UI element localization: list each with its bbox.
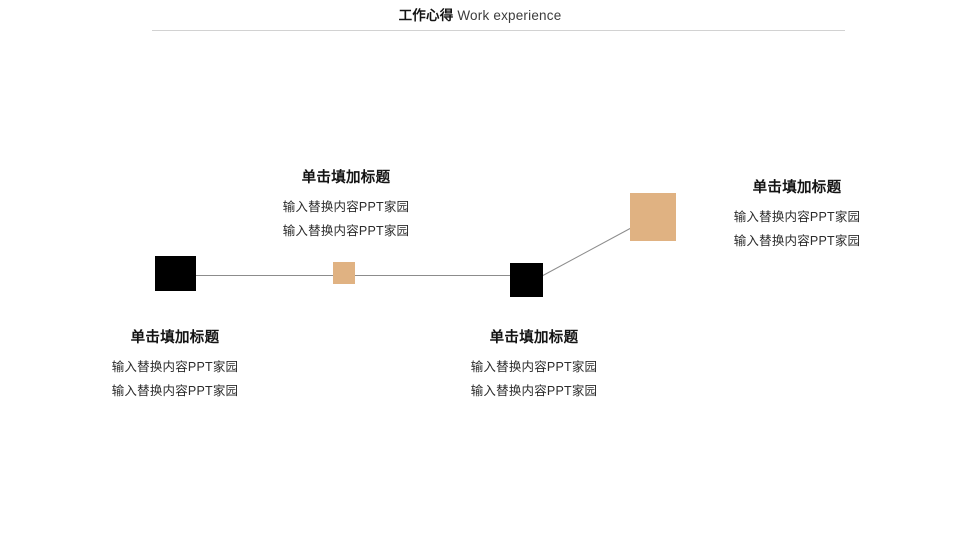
block-2-title: 单击填加标题 [301, 170, 391, 186]
timeline-node-2[interactable] [333, 262, 355, 284]
block-2-line-2: 输入替换内容PPT家园 [282, 224, 410, 238]
page-title-en-text: Work experience [457, 8, 562, 23]
timeline-node-1[interactable] [155, 256, 196, 291]
block-4-line-2: 输入替换内容PPT家园 [733, 234, 861, 248]
block-1-line-1: 输入替换内容PPT家园 [111, 360, 239, 374]
timeline-node-4[interactable] [630, 193, 676, 241]
timeline-text-block-1[interactable]: 单击填加标题 输入替换内容PPT家园 输入替换内容PPT家园 [110, 328, 240, 403]
connector-diagonal [541, 227, 632, 277]
slide-header: 工作心得 Work experience [0, 6, 960, 32]
page-title: 工作心得 Work experience [399, 6, 562, 26]
header-divider [152, 30, 845, 31]
block-1-title: 单击填加标题 [130, 330, 220, 346]
timeline-text-block-4[interactable]: 单击填加标题 输入替换内容PPT家园 输入替换内容PPT家园 [727, 178, 867, 253]
block-3-title: 单击填加标题 [489, 330, 579, 346]
block-3-line-2: 输入替换内容PPT家园 [470, 384, 598, 398]
block-1-line-2: 输入替换内容PPT家园 [111, 384, 239, 398]
block-4-title: 单击填加标题 [752, 180, 842, 196]
timeline-node-3[interactable] [510, 263, 543, 297]
timeline-text-block-3[interactable]: 单击填加标题 输入替换内容PPT家园 输入替换内容PPT家园 [468, 328, 600, 403]
timeline-text-block-2[interactable]: 单击填加标题 输入替换内容PPT家园 输入替换内容PPT家园 [275, 168, 417, 243]
page-title-cn: 工作心得 [398, 8, 454, 23]
block-4-line-1: 输入替换内容PPT家园 [733, 210, 861, 224]
block-2-line-1: 输入替换内容PPT家园 [282, 200, 410, 214]
block-3-line-1: 输入替换内容PPT家园 [470, 360, 598, 374]
